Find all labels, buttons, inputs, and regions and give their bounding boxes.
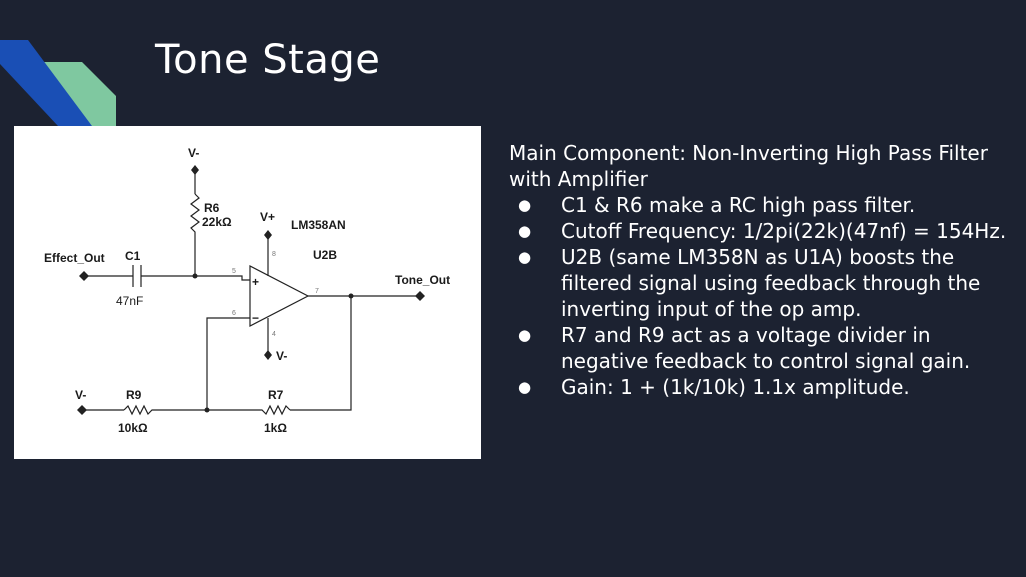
label-vminus-opamp: V- (276, 349, 287, 363)
bullet-item: R7 and R9 act as a voltage divider in ne… (509, 322, 1009, 374)
bullet-item: Gain: 1 + (1k/10k) 1.1x amplitude. (509, 374, 1009, 400)
terminal-vminus-opamp (264, 350, 272, 360)
label-minus-sign: − (252, 311, 259, 325)
label-opamp-model: LM358AN (291, 218, 346, 232)
label-r6-value: 22kΩ (202, 215, 232, 229)
bullet-item: U2B (same LM358N as U1A) boosts the filt… (509, 244, 1009, 322)
junction-output-node (348, 293, 354, 299)
blue-accent-shape (0, 40, 92, 126)
slide-title: Tone Stage (155, 37, 381, 83)
junction-feedback-node (204, 407, 210, 413)
terminal-output (415, 291, 425, 301)
label-pin-7: 7 (315, 288, 319, 295)
bullet-item: Cutoff Frequency: 1/2pi(22k)(47nf) = 154… (509, 218, 1009, 244)
label-pin-8: 8 (272, 251, 276, 258)
label-vminus-top: V- (188, 146, 199, 160)
opamp-symbol (249, 265, 310, 327)
resistor-r6-symbol (190, 193, 200, 276)
bullet-list: C1 & R6 make a RC high pass filter. Cuto… (509, 192, 1009, 400)
label-input: Effect_Out (44, 251, 105, 265)
label-output: Tone_Out (395, 273, 450, 287)
terminal-vminus-top (191, 165, 199, 175)
label-r6-name: R6 (204, 201, 220, 215)
terminal-vplus (264, 230, 272, 240)
label-c1-value: 47nF (116, 294, 143, 308)
circuit-schematic: V- R6 22kΩ V+ LM358AN U2B Effect_Out C1 … (44, 146, 450, 435)
label-r9-name: R9 (126, 388, 142, 402)
resistor-r9-symbol (123, 404, 207, 416)
junction-r6-node (192, 273, 198, 279)
label-vplus: V+ (260, 210, 275, 224)
label-plus-sign: + (252, 275, 259, 289)
label-r9-value: 10kΩ (118, 421, 148, 435)
corner-decoration (0, 40, 116, 126)
label-r7-name: R7 (268, 388, 284, 402)
terminal-vminus-left (77, 405, 87, 415)
content-block: Main Component: Non-Inverting High Pass … (509, 140, 1009, 400)
wire-node-plus-input (195, 275, 250, 281)
label-pin-4: 4 (272, 331, 276, 338)
label-vminus-left: V- (75, 388, 86, 402)
wire-feedback-right (290, 296, 352, 411)
terminal-input (79, 271, 89, 281)
label-r7-value: 1kΩ (264, 421, 287, 435)
wire-minus-input (206, 317, 250, 410)
capacitor-c1-symbol (132, 265, 142, 287)
schematic-panel: V- R6 22kΩ V+ LM358AN U2B Effect_Out C1 … (14, 126, 481, 459)
bullet-item: C1 & R6 make a RC high pass filter. (509, 192, 1009, 218)
resistor-r7-symbol (207, 404, 291, 416)
label-c1-name: C1 (125, 249, 141, 263)
label-pin-5: 5 (232, 268, 236, 275)
content-heading: Main Component: Non-Inverting High Pass … (509, 141, 988, 191)
label-opamp-ref: U2B (313, 248, 337, 262)
label-pin-6: 6 (232, 310, 236, 317)
